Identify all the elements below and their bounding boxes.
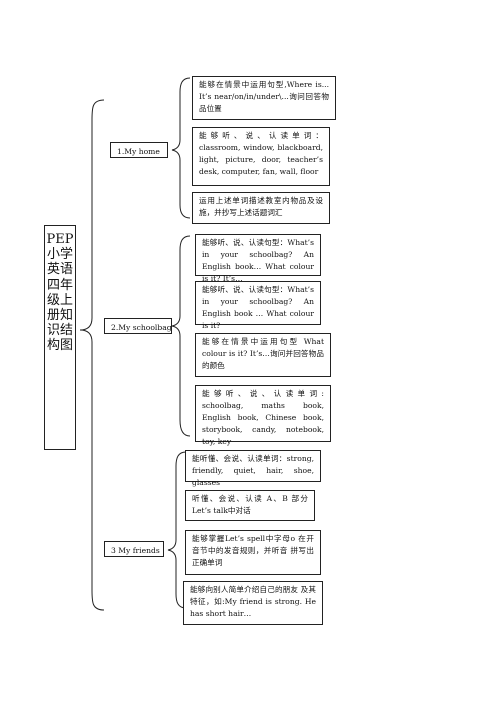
unit-3-box: 3 My friends — [104, 541, 164, 557]
unit-3-item-3: 能够掌握Let’s spell中字母o 在开音节中的发音规则，并听音 拼写出正确… — [185, 530, 321, 575]
unit-2-item-1: 能够听、说、认读句型：What’s in your schoolbag? An … — [195, 234, 321, 283]
unit3-brace — [167, 451, 187, 609]
unit-3-item-2-text: 听懂、会说、认读 A、B 部分 Let’s talk中对话 — [192, 494, 308, 515]
unit-3-item-2: 听懂、会说、认读 A、B 部分 Let’s talk中对话 — [185, 490, 315, 521]
unit-2-item-3-text: 能够在情景中运用句型 What colour is it? It’s…询问并回答… — [202, 337, 324, 370]
unit-2-label: 2.My schoolbag — [111, 323, 172, 332]
unit-2-item-1-text: 能够听、说、认读句型：What’s in your schoolbag? An … — [202, 238, 314, 283]
unit-2-item-2: 能够听、说、认读句型：What’s in your schoolbag? An … — [195, 281, 321, 330]
root-title-box: PEP小学英语四年级上册知识结构图 — [44, 225, 76, 450]
unit-1-item-3-text: 运用上述单词描述教室内物品及设施，并抄写上述话题词汇 — [199, 196, 323, 217]
unit-3-item-4-text: 能够向别人简单介绍自己的朋友 及其特征，如:My friend is stron… — [190, 585, 316, 618]
unit1-brace — [171, 77, 191, 219]
unit-3-item-1: 能听懂、会说、认读单词：strong, friendly, quiet, hai… — [185, 450, 321, 487]
unit-1-label: 1.My home — [117, 147, 160, 156]
unit2-brace — [171, 235, 191, 437]
unit-1-item-3: 运用上述单词描述教室内物品及设施，并抄写上述话题词汇 — [192, 192, 330, 224]
main-brace — [79, 99, 105, 611]
unit-3-label: 3 My friends — [111, 546, 160, 555]
root-title: PEP小学英语四年级上册知识结构图 — [46, 232, 74, 354]
unit-1-box: 1.My home — [110, 142, 168, 158]
unit-1-item-2-text: 能够听、说、认读单词：classroom, window, blackboard… — [199, 131, 323, 176]
unit-3-item-1-text: 能听懂、会说、认读单词：strong, friendly, quiet, hai… — [192, 454, 314, 487]
unit-2-item-2-text: 能够听、说、认读句型：What’s in your schoolbag? An … — [202, 285, 314, 330]
unit-1-item-1: 能够在情景中运用句型,Where is... It’s near/on/in/u… — [192, 76, 336, 120]
unit-2-box: 2.My schoolbag — [104, 318, 172, 334]
unit-2-item-4-text: 能够听、说、认读单词: schoolbag, maths book, Engli… — [202, 389, 324, 446]
unit-2-item-4: 能够听、说、认读单词: schoolbag, maths book, Engli… — [195, 385, 331, 446]
unit-1-item-2: 能够听、说、认读单词：classroom, window, blackboard… — [192, 127, 330, 186]
unit-3-item-4: 能够向别人简单介绍自己的朋友 及其特征，如:My friend is stron… — [183, 581, 323, 625]
unit-1-item-1-text: 能够在情景中运用句型,Where is... It’s near/on/in/u… — [199, 80, 329, 113]
unit-3-item-3-text: 能够掌握Let’s spell中字母o 在开音节中的发音规则，并听音 拼写出正确… — [192, 534, 314, 567]
unit-2-item-3: 能够在情景中运用句型 What colour is it? It’s…询问并回答… — [195, 333, 331, 377]
